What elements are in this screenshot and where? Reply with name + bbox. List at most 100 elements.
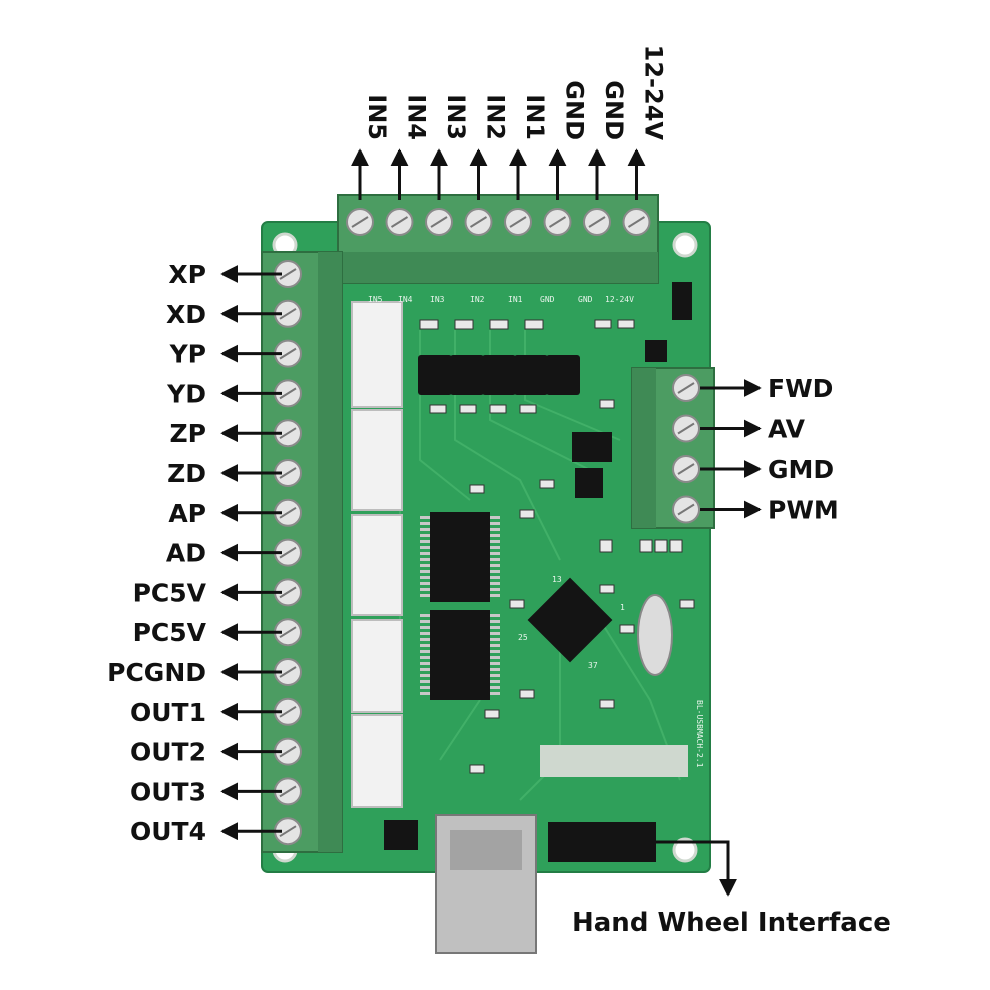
screw-slot [279,347,297,360]
transistor [645,340,667,362]
usb-b-connector [435,814,537,954]
screw-slot [469,216,488,228]
ic-pin [420,558,430,561]
left-pin-label: PC5V [133,618,207,647]
ic-pin [420,674,430,677]
ic-pin [420,626,430,629]
ic-pin [420,668,430,671]
ic-pin [420,534,430,537]
silk-12-24v: 12-24V [605,295,634,304]
ic-pin [490,528,500,531]
screw-slot [279,666,297,678]
ic-pin [490,588,500,591]
ic-pin [490,552,500,555]
ic-pin [420,620,430,623]
top-pin-label: IN1 [521,94,549,140]
ic-pin [420,540,430,543]
top-terminal-block [337,194,659,284]
screw-slot [588,216,606,228]
screw-slot [279,745,297,758]
ic-pin [490,674,500,677]
ic-pin [420,638,430,641]
right-pin-label: GMD [768,455,834,484]
ic-pin [490,644,500,647]
ic-pin [490,692,500,695]
ic-pin [490,582,500,585]
left-pin-label: XP [168,260,206,289]
silk-in4: IN4 [398,295,413,304]
ic-pin [490,662,500,665]
left-pin-label: PCGND [107,658,206,687]
ic-pin [490,656,500,659]
ic-pin [490,650,500,653]
ic-pin [490,626,500,629]
ic-pin [490,522,500,525]
left-pin-label: YD [166,379,206,408]
top-pin-label: GND [600,80,628,140]
screw-slot [279,387,297,400]
silk-board-model: BL-USBMACH-2.1 [695,700,704,768]
hand-wheel-arrow [656,840,737,897]
ic-pin [490,558,500,561]
left-label-group: XPXDYPYDZPZDAPADPC5VPC5VPCGNDOUT1OUT2OUT… [107,260,282,846]
jst-connectors [351,301,403,808]
left-pin-label: AP [168,499,206,528]
silk-in3: IN3 [430,295,445,304]
left-pin-label: OUT2 [130,738,206,767]
silk-in2: IN2 [470,295,485,304]
screw-slot [677,503,695,516]
ic-pin [490,540,500,543]
left-pin-label: ZP [170,419,206,448]
screw-slot [279,546,297,559]
screw-slot [677,422,695,435]
screw-slot [677,382,695,394]
left-pin-label: OUT4 [130,817,206,846]
ic-pin [420,528,430,531]
screw-slot [279,307,297,320]
silk-in1: IN1 [508,295,523,304]
ic-pin [420,686,430,689]
ic-pin [420,516,430,519]
silk-pin-1: 1 [620,603,625,612]
top-pin-label: GND [561,80,589,140]
ic-pin [490,576,500,579]
top-pin-label: IN5 [363,94,391,140]
crystal-oscillator [637,594,673,676]
driver-ic [430,610,490,700]
ic-pin [420,680,430,683]
screw-slot [509,216,527,228]
screw-slot [279,785,297,798]
ic-pin [420,576,430,579]
ic-pin [420,570,430,573]
ic-pin [420,588,430,591]
silk-pin-37: 37 [588,661,598,670]
top-pin-label: IN3 [442,94,470,140]
left-pin-label: ZD [167,459,206,488]
left-pin-label: OUT3 [130,777,206,806]
small-ic [575,468,603,498]
small-ic [572,432,612,462]
screw-slot [279,705,297,718]
left-pin-label: AD [166,539,206,568]
left-pin-label: YP [169,340,206,369]
mounting-hole [672,837,698,863]
screw-slot [390,216,409,228]
silk-gnd-1: GND [540,295,555,304]
right-pin-label: AV [768,415,806,444]
ic-pin [420,546,430,549]
ic-pin [490,632,500,635]
hand-wheel-interface-label: Hand Wheel Interface [572,908,891,938]
ic-pin [490,686,500,689]
voltage-regulator [384,820,418,850]
ic-pin [490,594,500,597]
ic-pin [420,552,430,555]
screw-slot [279,506,297,519]
screw-slot [430,216,448,228]
diode [672,282,692,320]
top-pin-label: 12-24V [640,45,668,141]
driver-ic [430,512,490,602]
ic-pin [420,692,430,695]
ic-pin [420,632,430,635]
screw-slot [351,216,369,228]
